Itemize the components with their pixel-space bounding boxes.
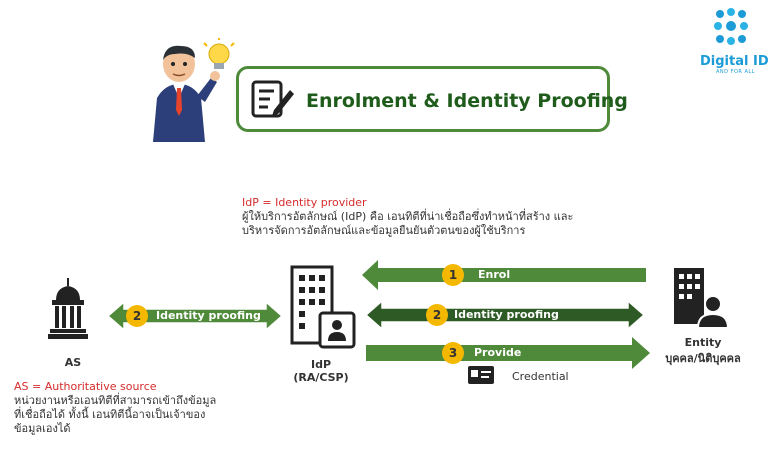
entity-label-line1: Entity: [684, 336, 722, 349]
logo-name: Digital ID: [700, 54, 768, 69]
as-definition-line2: ที่เชื่อถือได้ ทั้งนี้ เอนทิตีนี้อาจเป็น…: [14, 408, 206, 421]
idp-label-line1: IdP: [310, 358, 332, 371]
arrow-label-proofing: Identity proofing: [454, 308, 559, 321]
as-label: AS: [64, 356, 82, 369]
idp-definition: IdP = Identity provider ผู้ให้บริการอัตล…: [242, 196, 573, 238]
government-building-icon: [48, 278, 88, 339]
step-number-enrol: 1: [442, 264, 464, 286]
businessman-illustration: [153, 38, 235, 142]
credential-label: Credential: [512, 370, 569, 383]
entity-label-line2: บุคคล/นิติบุคคล: [665, 352, 741, 365]
idp-definition-line1: ผู้ให้บริการอัตลักษณ์ (IdP) คือ เอนทิตีท…: [242, 210, 574, 223]
credential-card-icon: [468, 366, 494, 384]
entity-label: Entity บุคคล/นิติบุคคล: [648, 336, 758, 367]
step-number-provide: 3: [442, 342, 464, 364]
idp-label-line2: (RA/CSP): [293, 371, 349, 384]
digital-id-logo-icon: [714, 8, 748, 45]
arrow-provide: [366, 337, 650, 369]
step-number-as-idp: 2: [126, 305, 148, 327]
idp-label: IdP (RA/CSP): [286, 358, 356, 384]
title-box: [236, 66, 610, 132]
as-definition-line3: ข้อมูลเองได้: [14, 422, 71, 435]
logo-tagline: AND FOR ALL: [716, 69, 755, 75]
page-title: Enrolment & Identity Proofing: [306, 90, 628, 112]
entity-icon: [674, 268, 728, 328]
idp-building-icon: [290, 265, 356, 349]
arrow-label-as-idp: Identity proofing: [156, 309, 261, 322]
as-definition: AS = Authoritative source หน่วยงานหรือเอ…: [14, 380, 216, 436]
idp-definition-heading: IdP = Identity provider: [242, 196, 367, 209]
as-definition-heading: AS = Authoritative source: [14, 380, 157, 393]
idp-definition-line2: บริหารจัดการอัตลักษณ์และข้อมูลยืนยันตัวต…: [242, 224, 526, 237]
arrow-label-provide: Provide: [474, 346, 522, 359]
step-number-proofing: 2: [426, 304, 448, 326]
as-definition-line1: หน่วยงานหรือเอนทิตีที่สามารถเข้าถึงข้อมู…: [14, 394, 217, 407]
arrow-enrol: [362, 260, 646, 290]
arrow-as-idp: [106, 300, 284, 332]
form-edit-icon: [251, 80, 294, 118]
arrow-label-enrol: Enrol: [478, 268, 511, 281]
